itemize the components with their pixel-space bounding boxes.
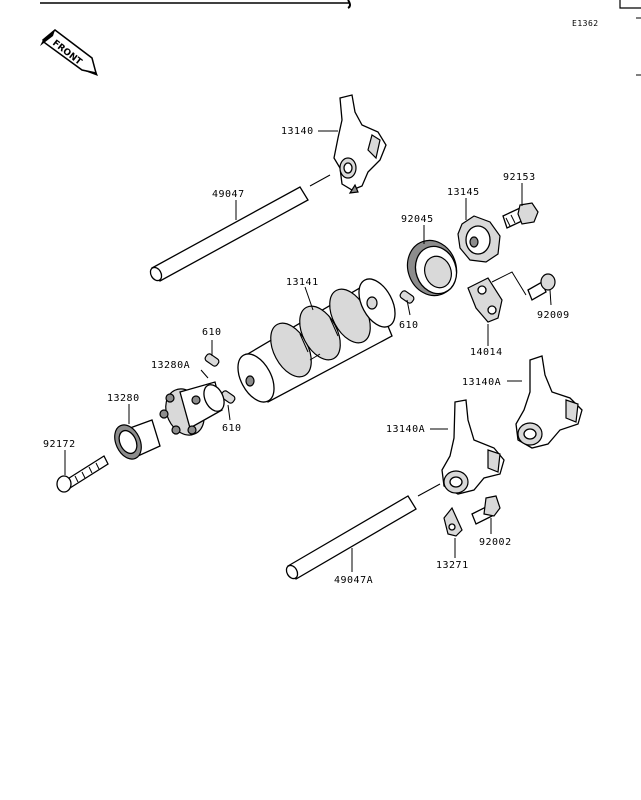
bolt-long <box>56 455 109 493</box>
label-shift-fork-mid: 13140A <box>386 424 425 435</box>
label-shift-fork-top: 13140 <box>281 126 314 137</box>
shift-fork-mid <box>441 399 505 495</box>
label-bolt-bottom: 92002 <box>479 537 512 548</box>
pin-left-top <box>204 353 220 367</box>
shift-fork-right <box>515 355 583 449</box>
shift-drum <box>237 278 396 403</box>
label-stopper: 13271 <box>436 560 469 571</box>
bolt-bottom <box>471 495 501 525</box>
label-bolt-plate: 92009 <box>537 310 570 321</box>
label-holder: 13280 <box>107 393 140 404</box>
pin-right <box>399 290 415 304</box>
bolt-plate <box>527 273 556 301</box>
page-border <box>40 0 641 76</box>
plate <box>467 277 503 323</box>
leader-lines <box>64 130 552 572</box>
label-bolt-top: 92153 <box>503 172 536 183</box>
label-shift-fork-right: 13140A <box>462 377 501 388</box>
label-shift-rod-top: 49047 <box>212 189 245 200</box>
label-shift-drum: 13141 <box>286 277 319 288</box>
label-pin-left-top: 610 <box>202 327 222 338</box>
label-pin-holder: 13280A <box>151 360 190 371</box>
bearing <box>406 239 458 297</box>
shift-rod-top <box>149 174 331 282</box>
label-pin-left-bottom: 610 <box>222 423 242 434</box>
label-drum-cam: 13145 <box>447 187 480 198</box>
stopper <box>443 506 463 537</box>
diagram-code: E1362 <box>572 19 599 28</box>
label-pin-right: 610 <box>399 320 419 331</box>
holder <box>114 419 161 460</box>
label-bearing: 92045 <box>401 214 434 225</box>
label-plate: 14014 <box>470 347 503 358</box>
label-shift-rod-bottom: 49047A <box>334 575 373 586</box>
shift-fork-top <box>333 94 387 194</box>
bolt-top <box>502 202 539 229</box>
shift-rod-bottom <box>285 483 441 580</box>
label-bolt-long: 92172 <box>43 439 76 450</box>
drum-cam <box>457 215 501 263</box>
part-labels: 13140 49047 13141 92045 13145 92153 610 … <box>43 126 570 586</box>
pin-holder <box>159 381 225 436</box>
